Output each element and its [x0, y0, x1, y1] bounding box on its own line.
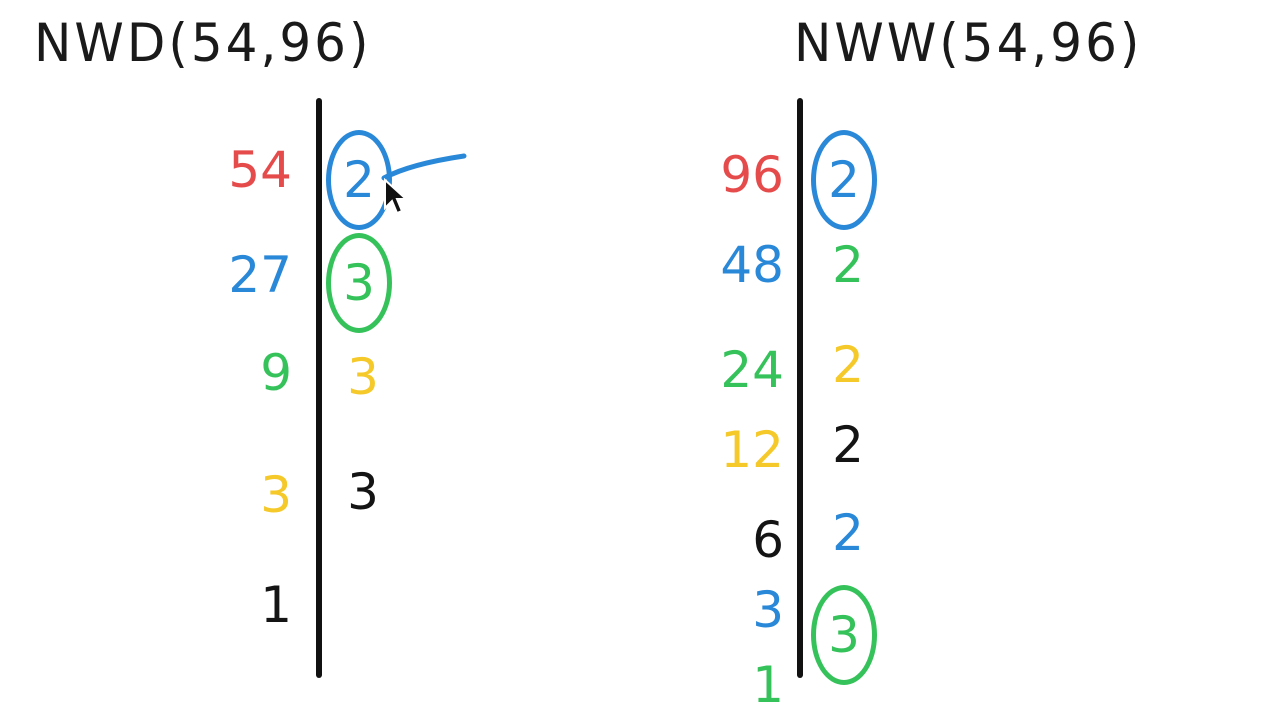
lcm-factor-1: 2 [832, 236, 864, 294]
lcm-factor-5: 3 [811, 585, 877, 685]
gcd-title: NWD(54,96) [34, 12, 372, 74]
annotation-stroke [381, 153, 467, 181]
gcd-dividend-3: 3 [260, 466, 292, 524]
lcm-dividend-0: 96 [720, 146, 784, 204]
gcd-dividend-1: 27 [228, 246, 292, 304]
lcm-factor-2: 2 [832, 336, 864, 394]
gcd-factor-2: 3 [347, 348, 379, 406]
gcd-factor-0: 2 [326, 130, 392, 230]
gcd-factor-1: 3 [326, 233, 392, 333]
lcm-factor-3: 2 [832, 416, 864, 474]
gcd-dividend-4: 1 [260, 576, 292, 634]
lcm-divider-line [797, 98, 803, 678]
gcd-dividend-2: 9 [260, 344, 292, 402]
gcd-divider-line [316, 98, 322, 678]
lcm-dividend-1: 48 [720, 236, 784, 294]
lcm-dividend-3: 12 [720, 421, 784, 479]
lcm-dividend-4: 6 [752, 511, 784, 569]
lcm-factor-4: 2 [832, 504, 864, 562]
gcd-dividend-0: 54 [228, 141, 292, 199]
mouse-cursor-icon [384, 178, 409, 215]
lcm-dividend-2: 24 [720, 341, 784, 399]
lcm-title: NWW(54,96) [794, 12, 1143, 74]
lcm-dividend-6: 1 [752, 656, 784, 714]
lcm-dividend-5: 3 [752, 581, 784, 639]
lcm-factor-0: 2 [811, 130, 877, 230]
gcd-factor-3: 3 [347, 463, 379, 521]
